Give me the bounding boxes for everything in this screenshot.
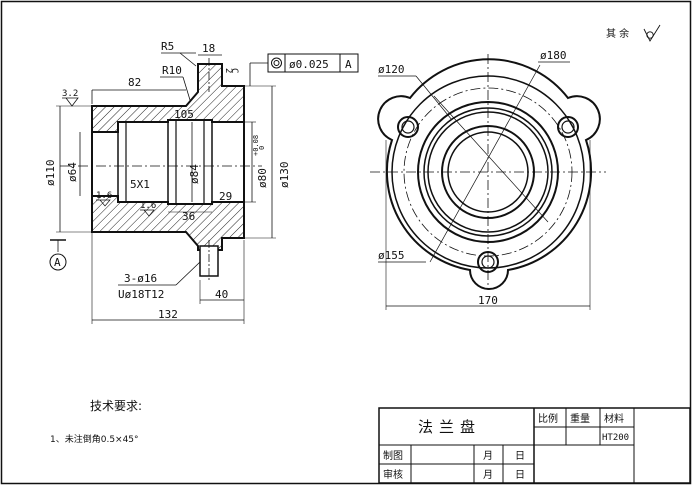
dim-r10: R10 xyxy=(162,64,182,77)
dim-29: 29 xyxy=(219,190,232,203)
day-label-1: 日 xyxy=(515,451,525,462)
dim-d64: ø64 xyxy=(66,162,79,182)
title-block: 法兰盘 比例 重量 材料 HT200 制图 审核 月 日 月 日 xyxy=(378,407,691,484)
material-label: 材料 xyxy=(604,412,624,425)
dim-2: 2 xyxy=(223,68,233,73)
roughness-1-6-b: 1.6 xyxy=(140,201,156,211)
dim-5x1: 5X1 xyxy=(130,178,150,191)
dim-18: 18 xyxy=(202,42,215,55)
dim-d180: ø180 xyxy=(540,49,567,62)
dim-d130: ø130 xyxy=(278,162,291,189)
dim-82: 82 xyxy=(128,76,141,89)
dim-d80-tol-upper: +0.08 xyxy=(252,135,260,156)
dim-d80-tol-lower: 0 xyxy=(258,146,266,150)
dim-132: 132 xyxy=(158,308,178,321)
dim-d110: ø110 xyxy=(44,160,57,187)
scale-label: 比例 xyxy=(538,412,558,425)
dim-d84: ø84 xyxy=(188,164,201,184)
dim-d80: ø80 xyxy=(256,168,269,188)
weight-label: 重量 xyxy=(570,412,590,425)
dim-r5: R5 xyxy=(161,40,174,53)
part-name: 法兰盘 xyxy=(418,418,481,436)
tolerance-datum: A xyxy=(345,58,352,71)
counterbore-callout: Uø18T12 xyxy=(118,288,164,301)
dim-40: 40 xyxy=(215,288,228,301)
tolerance-value: ø0.025 xyxy=(289,58,329,71)
month-label-2: 月 xyxy=(483,469,493,481)
drawn-label: 制图 xyxy=(383,449,403,462)
dim-d120: ø120 xyxy=(378,63,405,76)
dim-36: 36 xyxy=(182,210,195,223)
section-view: 82 R5 R10 18 2 C 3.2 105 ø110 ø64 5X1 ø8… xyxy=(44,40,359,324)
month-label-1: 月 xyxy=(483,450,493,462)
day-label-2: 日 xyxy=(515,470,525,481)
dim-105: 105 xyxy=(174,108,194,121)
hole-callout: 3-ø16 xyxy=(124,272,157,285)
material-value: HT200 xyxy=(602,433,629,443)
tech-req-note: 1、未注倒角0.5×45° xyxy=(50,433,139,445)
dim-d155: ø155 xyxy=(378,249,405,262)
roughness-3-2: 3.2 xyxy=(62,89,78,99)
roughness-1-6-a: 1.6 xyxy=(96,191,112,201)
checked-label: 审核 xyxy=(383,468,403,481)
roughness-other-label: 其 余 xyxy=(606,27,629,40)
dim-170: 170 xyxy=(478,294,498,307)
tech-req-title: 技术要求: xyxy=(90,399,142,413)
dim-c: C xyxy=(229,68,239,73)
geometric-tolerance-frame: ø0.025 A xyxy=(249,53,359,86)
datum-a: A xyxy=(54,256,61,269)
front-view: ø120 ø180 ø155 170 xyxy=(370,49,606,310)
